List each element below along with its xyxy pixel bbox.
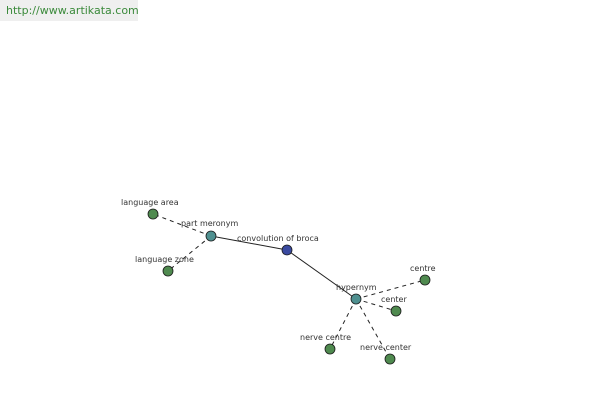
node-language-zone[interactable] [162, 265, 174, 277]
node-part-meronym[interactable] [205, 230, 217, 242]
label-layer: convolution of broca part meronym hypernym… [121, 198, 436, 352]
label-centre: centre [410, 264, 436, 273]
label-center: center [381, 295, 407, 304]
node-language-area[interactable] [147, 208, 159, 220]
label-nerve-centre: nerve centre [300, 333, 351, 342]
edge-focus-to-hypernym [286, 249, 357, 300]
edge-part-meronym-to-language-area [152, 213, 212, 237]
node-focus[interactable] [281, 244, 293, 256]
edge-layer [152, 213, 426, 360]
node-nerve-center[interactable] [384, 353, 396, 365]
node-nerve-centre[interactable] [324, 343, 336, 355]
node-layer [147, 208, 431, 365]
node-center[interactable] [390, 305, 402, 317]
edge-hypernym-to-centre [355, 279, 426, 300]
node-hypernym[interactable] [350, 293, 362, 305]
label-nerve-center: nerve center [360, 343, 412, 352]
edge-focus-to-part-meronym [210, 235, 288, 251]
label-language-area: language area [121, 198, 179, 207]
label-language-zone: language zone [135, 255, 194, 264]
edge-part-meronym-to-language-zone [167, 235, 212, 272]
label-focus: convolution of broca [237, 234, 319, 243]
site-url-link[interactable]: http://www.artikata.com [6, 4, 139, 17]
edge-hypernym-to-nerve-center [355, 298, 391, 360]
edge-hypernym-to-center [355, 298, 397, 312]
label-part-meronym: part meronym [181, 219, 238, 228]
edge-hypernym-to-nerve-centre [329, 298, 357, 350]
url-banner: http://www.artikata.com [0, 0, 139, 21]
node-centre[interactable] [419, 274, 431, 286]
label-hypernym: hypernym [336, 283, 377, 292]
